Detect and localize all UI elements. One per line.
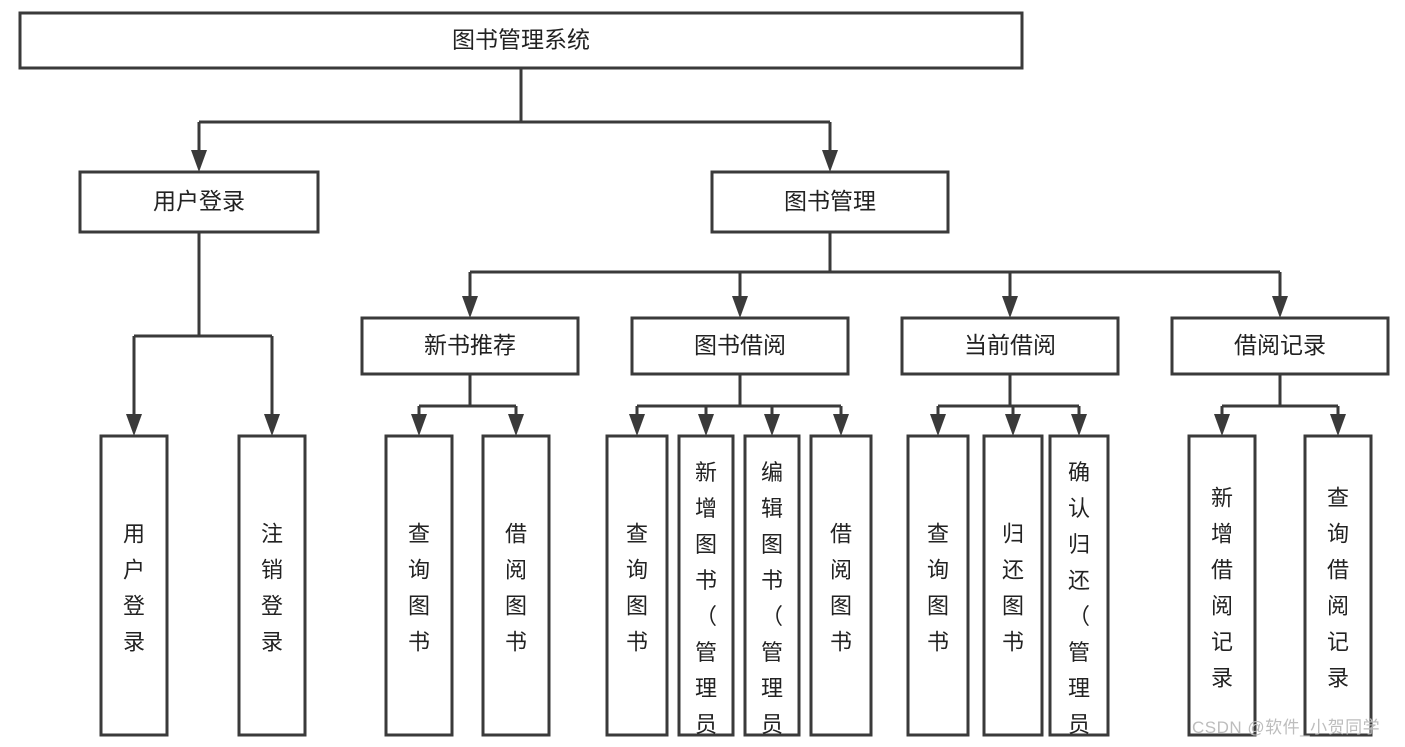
leaf-borrow-book-rec[interactable]: 借阅图书 xyxy=(481,434,551,737)
box-layer: 图书管理系统用户登录图书管理新书推荐图书借阅当前借阅借阅记录用户登录注销登录查询… xyxy=(18,11,1390,747)
node-borrow-record-label: 借阅记录 xyxy=(1234,332,1326,358)
node-current-borrow-rect xyxy=(900,316,1120,376)
leaf-return-book-label: 归还图书 xyxy=(1002,522,1024,655)
edge-bookborrow-arrow-1 xyxy=(698,414,714,436)
leaf-edit-book-rect xyxy=(743,434,801,737)
node-user-login-rect xyxy=(78,170,320,234)
leaf-return-book-rect xyxy=(982,434,1044,737)
connector-layer xyxy=(126,68,1346,436)
node-user-login[interactable]: 用户登录 xyxy=(78,170,320,234)
edge-newbook-arrow-1 xyxy=(508,414,524,436)
edge-bookmgmt-arrow-3 xyxy=(1272,296,1288,318)
node-root-system-rect xyxy=(18,11,1024,70)
node-new-book-recommend-label: 新书推荐 xyxy=(424,332,516,358)
node-book-borrow[interactable]: 图书借阅 xyxy=(630,316,850,376)
node-root-system[interactable]: 图书管理系统 xyxy=(18,11,1024,70)
node-user-login-label: 用户登录 xyxy=(153,188,245,214)
watermark-text: CSDN @软件_小贺同学 xyxy=(1192,718,1381,737)
leaf-return-book[interactable]: 归还图书 xyxy=(982,434,1044,737)
leaf-confirm-return-rect xyxy=(1048,434,1110,737)
leaf-query-book-cur-rect xyxy=(906,434,970,737)
node-new-book-recommend-rect xyxy=(360,316,580,376)
leaf-confirm-return[interactable]: 确认归还（管理员） xyxy=(1048,434,1110,747)
node-current-borrow[interactable]: 当前借阅 xyxy=(900,316,1120,376)
leaf-user-login-label: 用户登录 xyxy=(123,522,145,655)
edge-bookmgmt-arrow-2 xyxy=(1002,296,1018,318)
edge-currentborrow-arrow-0 xyxy=(930,414,946,436)
leaf-query-book-rec-rect xyxy=(384,434,454,737)
leaf-add-record-label: 新增借阅记录 xyxy=(1211,486,1233,691)
edge-root-arrow-1 xyxy=(822,150,838,172)
leaf-borrow-book-bor-rect xyxy=(809,434,873,737)
leaf-logout[interactable]: 注销登录 xyxy=(237,434,307,737)
leaf-query-record-label: 查询借阅记录 xyxy=(1327,486,1349,691)
node-book-borrow-rect xyxy=(630,316,850,376)
leaf-borrow-book-bor-label: 借阅图书 xyxy=(830,522,852,655)
leaf-query-book-bor-label: 查询图书 xyxy=(626,522,648,655)
leaf-query-book-bor-rect xyxy=(605,434,669,737)
leaf-add-record-rect xyxy=(1187,434,1257,737)
leaf-query-book-cur-label: 查询图书 xyxy=(927,522,949,655)
leaf-query-record[interactable]: 查询借阅记录 xyxy=(1303,434,1373,737)
leaf-logout-rect xyxy=(237,434,307,737)
node-book-management[interactable]: 图书管理 xyxy=(710,170,950,234)
leaf-user-login-rect xyxy=(99,434,169,737)
edge-userlogin-arrow-1 xyxy=(264,414,280,436)
leaf-add-book[interactable]: 新增图书（管理员） xyxy=(677,434,735,747)
edge-userlogin-arrow-0 xyxy=(126,414,142,436)
leaf-query-book-cur[interactable]: 查询图书 xyxy=(906,434,970,737)
leaf-query-book-rec-label: 查询图书 xyxy=(408,522,430,655)
edge-bookborrow-arrow-3 xyxy=(833,414,849,436)
leaf-add-book-label: 新增图书（管理员） xyxy=(695,460,717,747)
leaf-edit-book[interactable]: 编辑图书（管理员） xyxy=(743,434,801,747)
leaf-query-book-bor[interactable]: 查询图书 xyxy=(605,434,669,737)
edge-newbook-arrow-0 xyxy=(411,414,427,436)
edge-borrowrecord-arrow-0 xyxy=(1214,414,1230,436)
leaf-user-login[interactable]: 用户登录 xyxy=(99,434,169,737)
leaf-add-book-rect xyxy=(677,434,735,737)
leaf-add-record[interactable]: 新增借阅记录 xyxy=(1187,434,1257,737)
leaf-borrow-book-rec-rect xyxy=(481,434,551,737)
leaf-confirm-return-label: 确认归还（管理员） xyxy=(1068,460,1090,747)
edge-bookmgmt-arrow-0 xyxy=(462,296,478,318)
node-borrow-record-rect xyxy=(1170,316,1390,376)
leaf-edit-book-label: 编辑图书（管理员） xyxy=(761,460,783,747)
edge-borrowrecord-arrow-1 xyxy=(1330,414,1346,436)
leaf-borrow-book-bor[interactable]: 借阅图书 xyxy=(809,434,873,737)
node-current-borrow-label: 当前借阅 xyxy=(964,332,1056,358)
leaf-logout-label: 注销登录 xyxy=(261,522,283,655)
leaf-query-book-rec[interactable]: 查询图书 xyxy=(384,434,454,737)
node-book-borrow-label: 图书借阅 xyxy=(694,332,786,358)
edge-currentborrow-arrow-1 xyxy=(1005,414,1021,436)
node-borrow-record[interactable]: 借阅记录 xyxy=(1170,316,1390,376)
edge-bookborrow-arrow-2 xyxy=(764,414,780,436)
node-root-system-label: 图书管理系统 xyxy=(452,27,590,53)
edge-bookmgmt-arrow-1 xyxy=(732,296,748,318)
edge-bookborrow-arrow-0 xyxy=(629,414,645,436)
node-book-management-label: 图书管理 xyxy=(784,188,876,214)
edge-root-arrow-0 xyxy=(191,150,207,172)
node-new-book-recommend[interactable]: 新书推荐 xyxy=(360,316,580,376)
edge-currentborrow-arrow-2 xyxy=(1071,414,1087,436)
node-book-management-rect xyxy=(710,170,950,234)
leaf-borrow-book-rec-label: 借阅图书 xyxy=(505,522,527,655)
leaf-query-record-rect xyxy=(1303,434,1373,737)
